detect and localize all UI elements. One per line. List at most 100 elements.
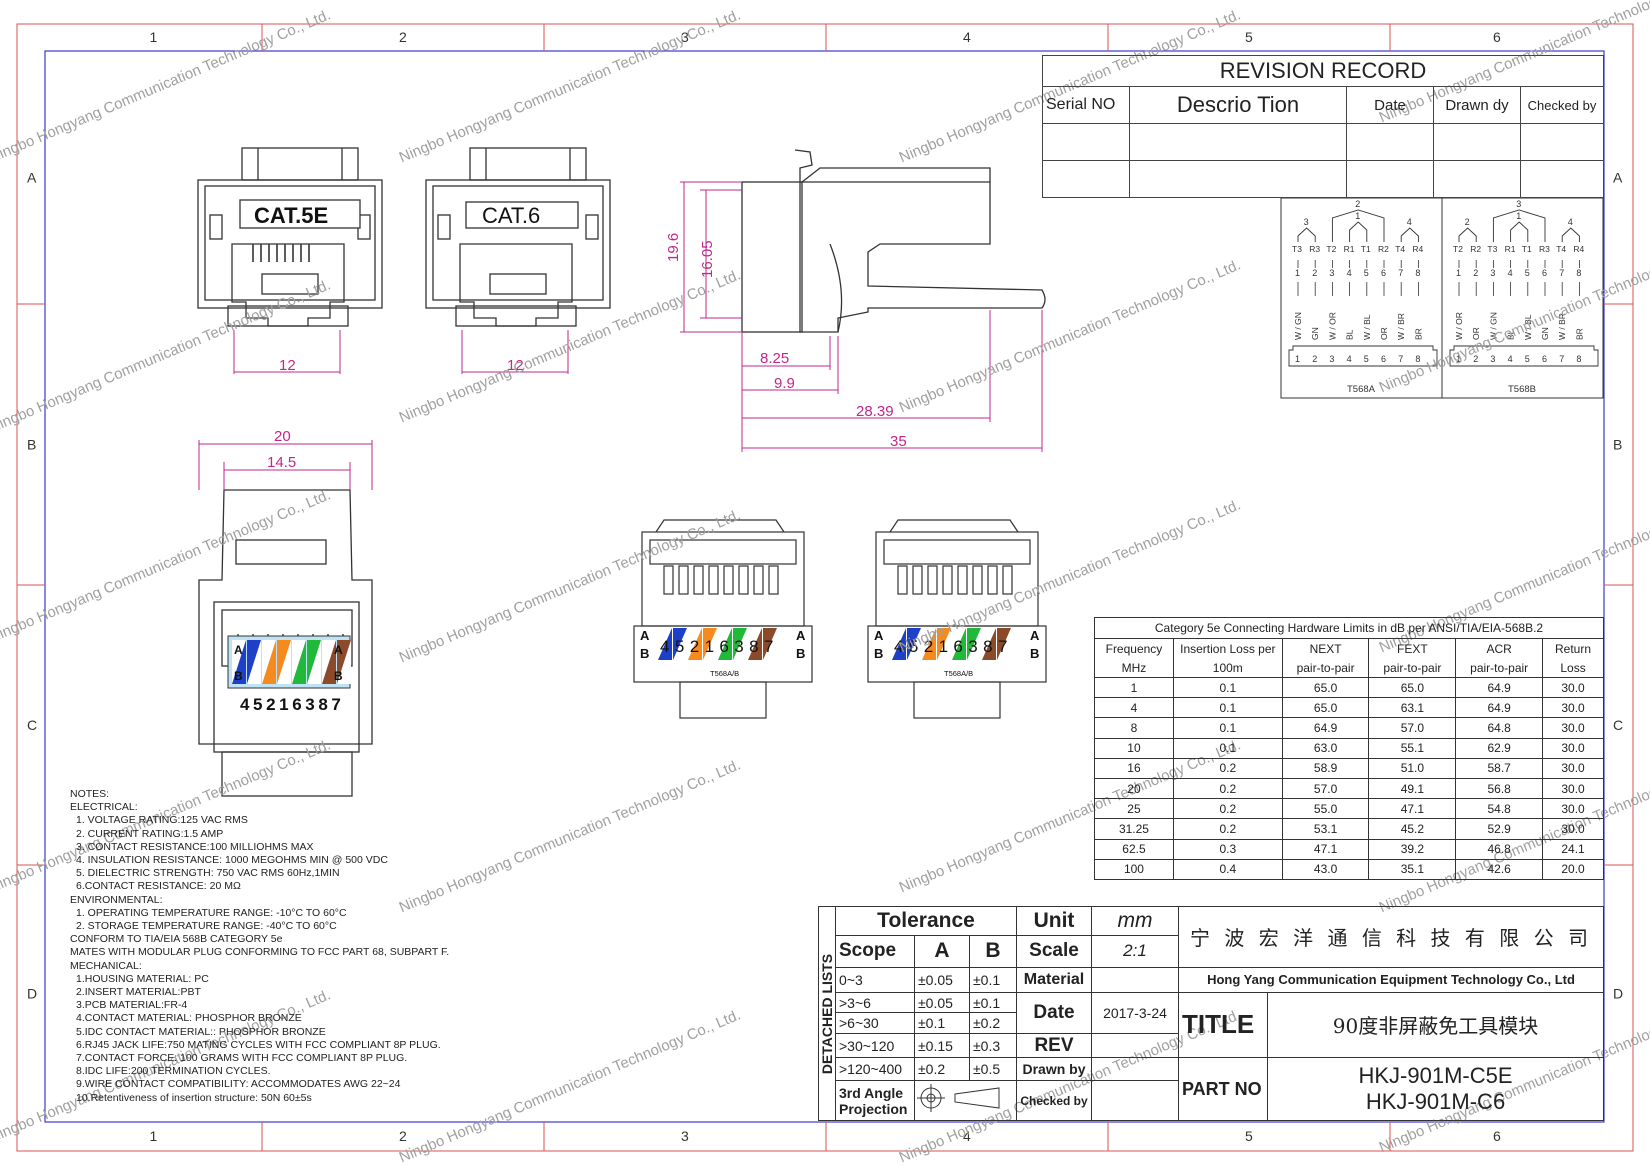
term-row-b-right: B — [796, 646, 805, 661]
wiring-color-label: BL — [1506, 329, 1516, 340]
wiring-pin-top: 5 — [1364, 268, 1369, 278]
wiring-pin-bottom: 1 — [1295, 354, 1300, 364]
limits-cell: 65.0 — [1281, 697, 1370, 719]
grid-row-label-right: A — [1613, 170, 1623, 186]
wiring-pair-number: 1 — [1516, 211, 1521, 221]
front-view-cat5e — [197, 147, 383, 327]
part-no-label: PART NO — [1178, 1057, 1268, 1121]
part-number-c6: HKJ-901M-C6 — [1365, 1089, 1506, 1115]
limits-header-bottom: MHz — [1094, 658, 1174, 678]
limits-cell: 56.8 — [1455, 777, 1544, 800]
rev-header-serial: Serial NO — [1042, 86, 1130, 124]
limits-header-bottom: pair-to-pair — [1281, 658, 1370, 678]
revision-title: REVISION RECORD — [1042, 55, 1604, 87]
term-row-b: B — [874, 646, 883, 661]
material-value — [1091, 966, 1179, 993]
wiring-color-label: BL — [1345, 329, 1355, 340]
note-line: MECHANICAL: — [70, 959, 142, 972]
wiring-pair-label: R3 — [1309, 244, 1320, 254]
limits-cell: 57.0 — [1281, 777, 1370, 800]
limits-cell: 10 — [1094, 737, 1174, 759]
dim-width-12-cat6: 12 — [507, 357, 524, 374]
limits-cell: 64.9 — [1455, 697, 1544, 719]
title-value: 90度非屏蔽免工具模块 — [1267, 991, 1604, 1059]
part-numbers: HKJ-901M-C5E HKJ-901M-C6 — [1267, 1057, 1604, 1121]
note-line: 5. DIELECTRIC STRENGTH: 750 VAC RMS 60Hz… — [76, 867, 340, 880]
limits-cell: 62.5 — [1094, 838, 1174, 860]
limits-cell: 30.0 — [1542, 697, 1604, 719]
grid-row-label-right: C — [1613, 717, 1623, 733]
rear-digits: 45216387 — [240, 695, 344, 714]
limits-cell: 0.2 — [1172, 798, 1283, 820]
front-view-cat6 — [425, 147, 611, 327]
wiring-color-label: W / OR — [1454, 312, 1464, 340]
grid-col-label-bottom: 5 — [1245, 1128, 1253, 1144]
grid-col-label-top: 3 — [681, 29, 689, 45]
note-line: 3.PCB MATERIAL:FR-4 — [76, 999, 188, 1012]
wiring-pin-top: 8 — [1415, 268, 1420, 278]
limits-cell: 52.9 — [1455, 818, 1544, 840]
wiring-pin-top: 7 — [1559, 268, 1564, 278]
limits-cell: 62.9 — [1455, 737, 1544, 759]
wiring-pin-bottom: 8 — [1415, 354, 1420, 364]
limits-cell: 0.2 — [1172, 818, 1283, 840]
wiring-pair-label: T1 — [1522, 244, 1532, 254]
side-view — [741, 149, 1046, 333]
tolerance-label: Tolerance — [835, 905, 1017, 937]
tol-a-1: ±0.05 — [914, 991, 970, 1014]
wiring-pair-label: T3 — [1292, 244, 1302, 254]
grid-row-label-left: B — [27, 437, 36, 453]
rev-header-drawn: Drawn dy — [1433, 86, 1521, 124]
wiring-pin-top: 4 — [1508, 268, 1513, 278]
limits-cell: 30.0 — [1542, 777, 1604, 800]
wiring-color-label: OR — [1379, 327, 1389, 340]
checked-by-value — [1091, 1080, 1179, 1121]
limits-header-top: ACR — [1455, 638, 1544, 658]
dim-depth-8-25: 8.25 — [760, 350, 789, 367]
note-line: CONFORM TO TIA/EIA 568B CATEGORY 5e — [70, 933, 283, 946]
wiring-color-label: GN — [1540, 327, 1550, 340]
tol-scope-2: >6~30 — [835, 1012, 915, 1035]
scope-label: Scope — [835, 935, 915, 968]
wiring-color-label: BR — [1413, 328, 1423, 340]
note-line: ELECTRICAL: — [70, 801, 138, 814]
wiring-pin-bottom: 5 — [1364, 354, 1369, 364]
tol-a-3: ±0.15 — [914, 1033, 970, 1059]
term-code: T568A/B — [944, 669, 973, 678]
wiring-pair-label: T2 — [1326, 244, 1336, 254]
tol-a-4: ±0.2 — [914, 1057, 970, 1082]
tol-scope-0: 0~3 — [835, 966, 915, 993]
grid-row-label-left: C — [27, 717, 37, 733]
grid-col-label-bottom: 4 — [963, 1128, 971, 1144]
note-line: 3. CONTACT RESISTANCE:100 MILLIOHMS MAX — [76, 840, 314, 853]
limits-cell: 1 — [1094, 676, 1174, 699]
wiring-pin-top: 1 — [1295, 268, 1300, 278]
grid-row-label-right: B — [1613, 437, 1622, 453]
limits-cell: 51.0 — [1368, 757, 1457, 779]
limits-cell: 49.1 — [1368, 777, 1457, 800]
wiring-pair-number: 4 — [1407, 217, 1412, 227]
limits-cell: 47.1 — [1368, 798, 1457, 820]
note-line: 1.HOUSING MATERIAL: PC — [76, 972, 209, 985]
dim-depth-9-9: 9.9 — [774, 375, 795, 392]
wiring-pair-label: R3 — [1539, 244, 1550, 254]
wiring-pin-top: 6 — [1381, 268, 1386, 278]
limits-header-top: Frequency — [1094, 638, 1174, 658]
wiring-color-label: W / BL — [1523, 314, 1533, 340]
rev-empty-row — [1042, 160, 1604, 198]
limits-cell: 0.1 — [1172, 717, 1283, 739]
grid-col-label-top: 6 — [1493, 29, 1501, 45]
term-row-a: A — [640, 628, 650, 643]
wiring-pair-label: T4 — [1556, 244, 1566, 254]
tol-b-2: ±0.2 — [969, 1012, 1017, 1035]
checked-by-label: Checked by — [1016, 1080, 1092, 1121]
grid-col-label-top: 5 — [1245, 29, 1253, 45]
limits-cell: 55.0 — [1281, 798, 1370, 820]
wiring-pin-bottom: 5 — [1525, 354, 1530, 364]
note-line: ENVIRONMENTAL: — [70, 893, 163, 906]
note-line: 4.CONTACT MATERIAL: PHOSPHOR BRONZE — [76, 1012, 302, 1025]
note-line: 6.RJ45 JACK LIFE:750 MATING CYCLES WITH … — [76, 1038, 441, 1051]
